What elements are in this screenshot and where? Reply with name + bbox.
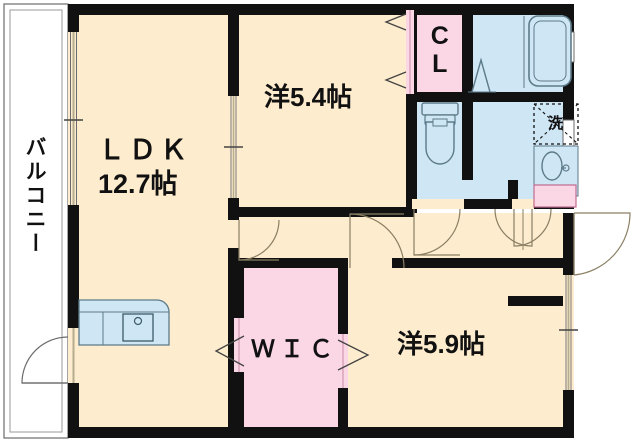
wall-ldk-bedroom1-mid (228, 198, 239, 220)
wall-corridor-bottom-right (344, 258, 574, 268)
wall-wic-right-top (338, 262, 348, 334)
toilet-door (412, 199, 464, 256)
wall-cl-bottom (406, 92, 468, 102)
closet-fill (412, 8, 468, 96)
toilet-icon (421, 102, 459, 165)
wall-bathroom-bottom (462, 92, 574, 102)
bathtub-icon (523, 15, 572, 88)
ldk-door (228, 219, 280, 261)
wall-wic-left-top (234, 262, 244, 318)
wall-left-mid (68, 205, 79, 328)
wall-cl-right (462, 4, 473, 96)
ldk-size-label: 12.7帖 (98, 169, 178, 199)
shoe-closet-icon (533, 184, 577, 208)
wall-bath-div (466, 96, 470, 98)
wic-label: ＷＩＣ (251, 336, 338, 363)
bedroom2-fill (348, 265, 574, 435)
wall-bedroom1-right (406, 92, 417, 213)
wall-right-bottom (563, 390, 574, 438)
washroom-door (494, 199, 552, 250)
bedroom1-fill (234, 8, 414, 213)
wall-entrance-bottom (508, 296, 574, 306)
wall-ldk-bedroom1-top (228, 4, 239, 96)
bedroom2-window (559, 275, 578, 390)
balcony-door (21, 328, 79, 384)
closet-label-l: L (432, 50, 448, 78)
wall-wic-left-bottom (234, 372, 244, 438)
balcony-label: バルコニー (23, 136, 47, 256)
wall-top (68, 4, 574, 15)
ldk-label: ＬＤＫ (98, 135, 191, 165)
ldk-fill-lower (72, 262, 234, 434)
wall-toilet-right (462, 102, 473, 180)
kitchen-counter-icon (78, 299, 170, 346)
bedroom2-door (348, 213, 405, 269)
wall-right-mid2 (563, 213, 574, 275)
balcony-area (3, 3, 69, 439)
bedroom1-door (224, 96, 243, 198)
kitchen-sink-icon (122, 313, 154, 342)
wall-wic-right-bottom (338, 388, 348, 438)
bedroom2-label: 洋5.9帖 (397, 329, 486, 359)
wall-washroom-right (508, 180, 518, 209)
bedroom1-label: 洋5.4帖 (264, 82, 353, 112)
wall-corridor-bottom-left (234, 258, 348, 268)
wall-wic-bottom (234, 427, 348, 438)
fixtures (78, 15, 579, 346)
wic-fill (240, 265, 344, 435)
closet-label-c: C (430, 22, 450, 50)
wall-washroom-bottom (462, 199, 512, 209)
wall-bedroom1-bottom (234, 207, 414, 217)
wic-door (214, 318, 370, 388)
washer-label: 洗 (548, 115, 564, 132)
bathroom-door (468, 57, 496, 93)
washer-space-icon (533, 103, 579, 145)
wall-left-bottom (68, 383, 79, 438)
wall-left-top (68, 4, 79, 32)
balcony-outline-inner (9, 9, 63, 433)
balcony-window (64, 32, 83, 205)
closet-door (384, 10, 414, 94)
wall-ldk-bedroom1-bottom (228, 248, 239, 438)
